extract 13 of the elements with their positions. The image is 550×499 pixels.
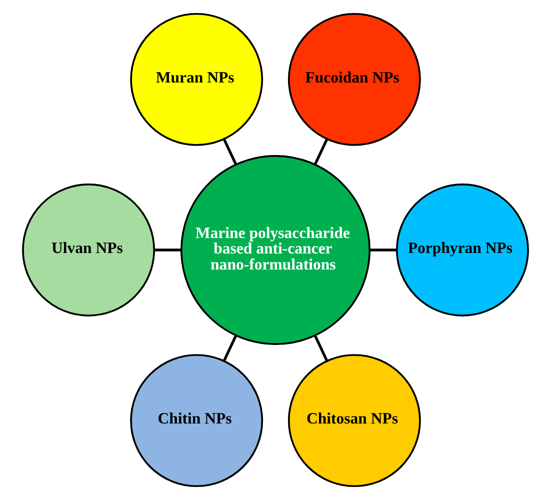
node-circle: Marine polysaccharide based anti-cancer nano-formulations <box>180 154 370 344</box>
connector <box>222 334 237 361</box>
connector <box>313 138 328 165</box>
node-circle: Porphyran NPs <box>396 183 528 316</box>
node-circle: Muran NPs <box>130 12 263 146</box>
connector <box>222 138 237 165</box>
connector <box>313 334 328 361</box>
connector <box>369 248 396 251</box>
node-circle: Ulvan NPs <box>22 183 154 316</box>
connector <box>154 248 181 251</box>
node-circle: Fucoidan NPs <box>287 12 420 146</box>
node-circle: Chitosan NPs <box>287 354 420 487</box>
node-circle: Chitin NPs <box>130 354 263 487</box>
